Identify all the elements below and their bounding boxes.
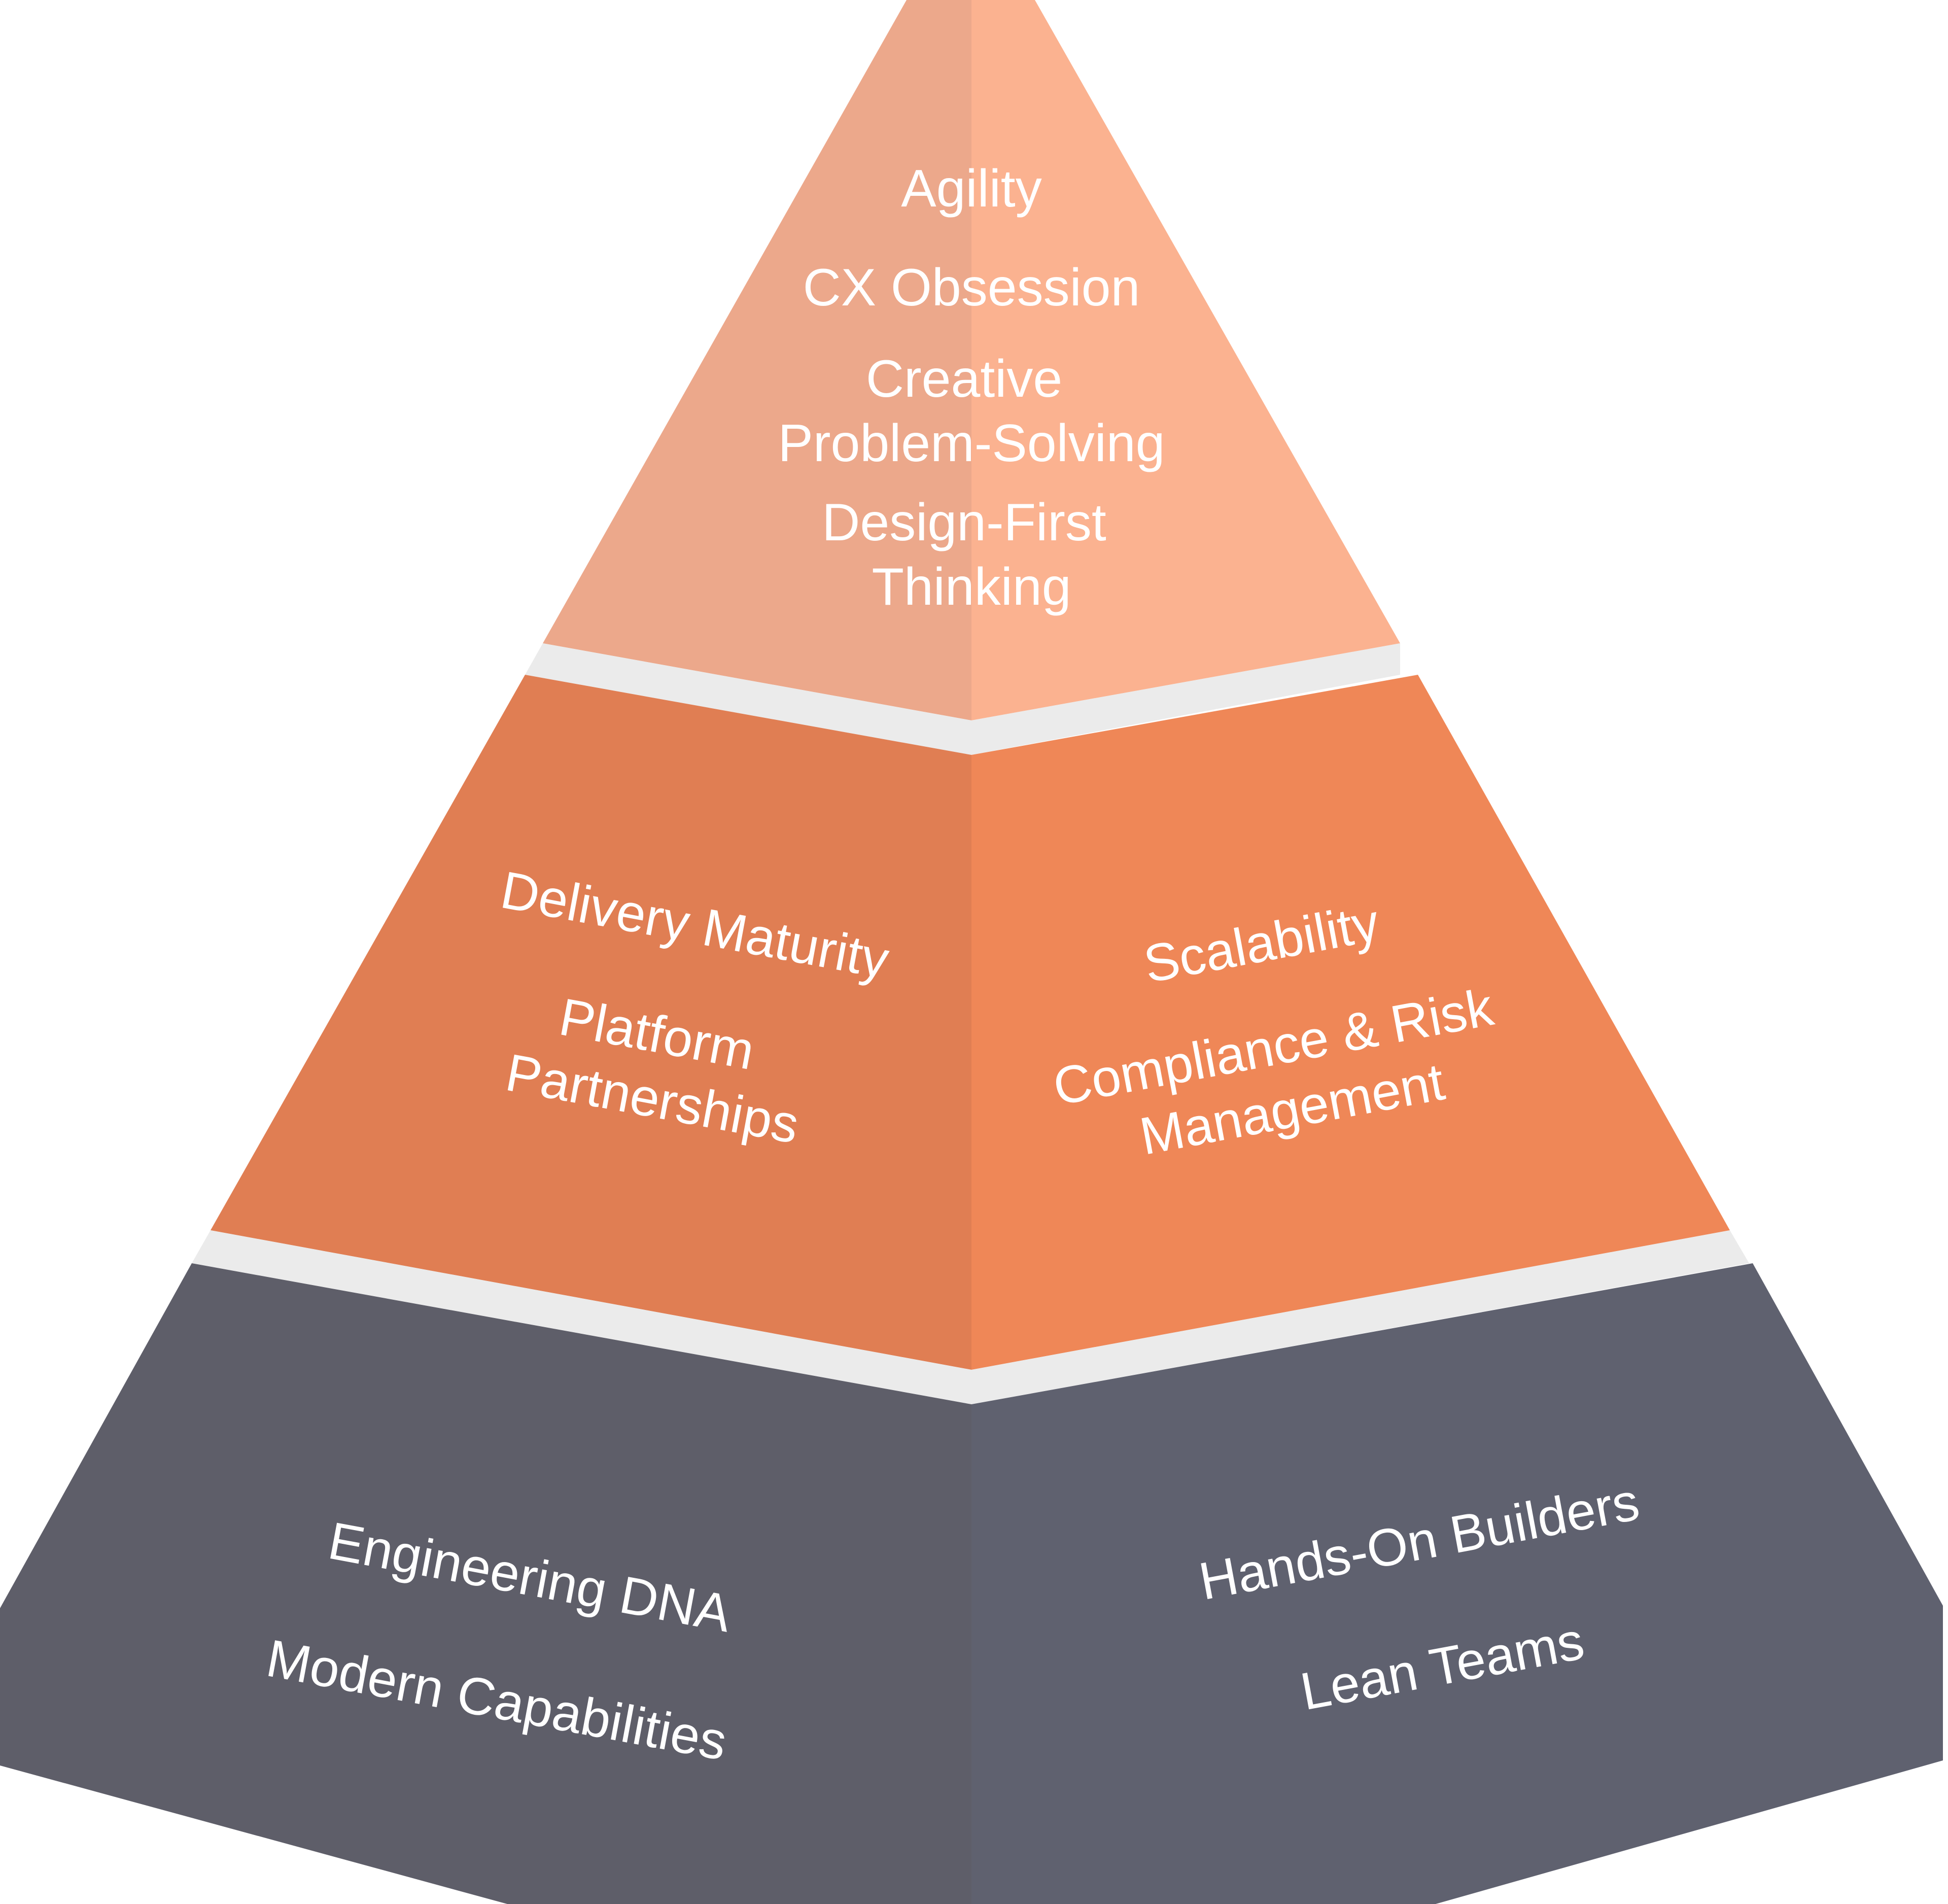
middle-tier: Delivery Maturity Platform Partnerships … <box>192 675 1749 1404</box>
top-tier-right-face <box>971 0 1400 720</box>
bottom-tier-right-face <box>971 1263 1943 1904</box>
bottom-tier-left-face <box>0 1263 971 1904</box>
top-tier-right-ledge <box>971 643 1400 755</box>
top-tier-item-cx-obsession: CX Obsession <box>803 258 1140 317</box>
top-tier: Agility CX Obsession Creative Problem-So… <box>525 0 1400 755</box>
top-tier-item-creative-problem-solving: Creative Problem-Solving <box>778 350 1165 473</box>
top-tier-left-face <box>543 0 971 720</box>
middle-tier-left-face <box>211 675 971 1370</box>
middle-tier-left-ledge <box>192 1230 971 1404</box>
bottom-tier: Engineering DNA Modern Capabilities Hand… <box>0 1263 1943 1904</box>
middle-tier-right-face <box>971 675 1730 1370</box>
top-tier-left-ledge <box>525 643 971 755</box>
middle-tier-right-ledge <box>971 1230 1749 1404</box>
top-tier-item-design-first-thinking: Design-First Thinking <box>822 493 1121 616</box>
top-tier-item-agility: Agility <box>901 159 1041 218</box>
